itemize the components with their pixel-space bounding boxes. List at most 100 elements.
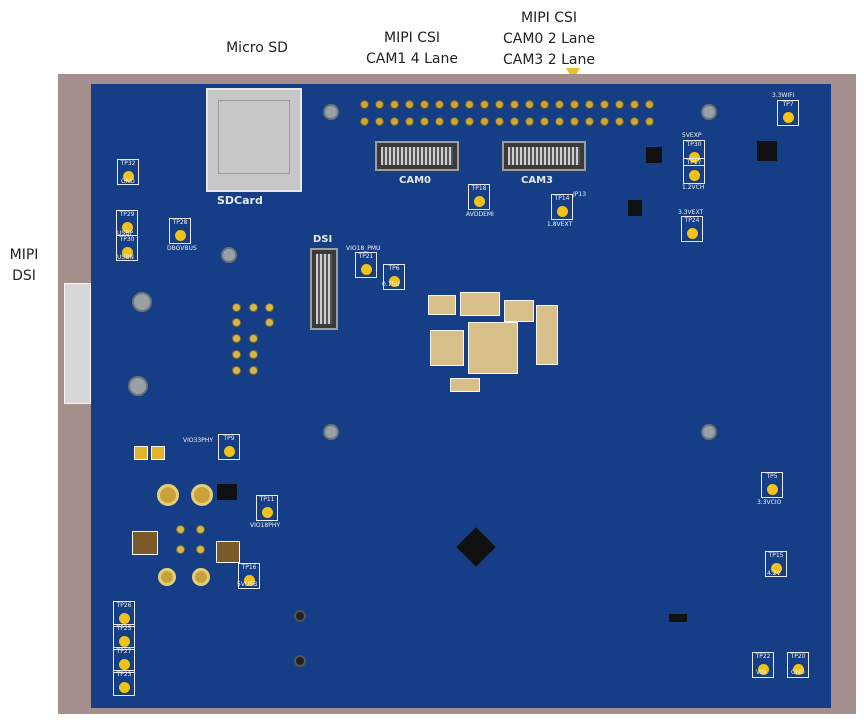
via-pad (249, 334, 258, 343)
small-chip (669, 614, 687, 622)
via-pad (232, 366, 241, 375)
solder-pad (151, 446, 165, 460)
mounting-hole (323, 104, 339, 120)
tp-label: TP16 (241, 564, 257, 571)
silk-4v2: 4.2V (767, 570, 781, 577)
tp-label: TP6 (388, 265, 400, 272)
tp-label: TP25 (116, 625, 132, 632)
solder-pad (134, 446, 148, 460)
silk-vio33phy: VIO33PHY (183, 437, 214, 444)
test-point-tp11: TP11 (256, 495, 278, 521)
test-point-tp22: TP22 (752, 652, 774, 678)
callout-cam03-line1: MIPI CSI (520, 10, 578, 26)
tp-label: TP30 (119, 236, 135, 243)
wifi-regulator-chip (757, 141, 777, 161)
passive-cluster (430, 330, 464, 366)
tp-label: TP22 (755, 653, 771, 660)
test-point-tp32: TP32 (117, 159, 139, 185)
tp-pad (119, 659, 130, 670)
silk-jp13: JP13 (573, 191, 587, 198)
capacitor (158, 568, 176, 586)
via-pad (232, 303, 241, 312)
pcb-board (91, 84, 831, 708)
gpio-header-row-2 (360, 117, 654, 126)
tp-pad (122, 222, 133, 233)
test-point-tp16: TP16 (238, 563, 260, 589)
passive-cluster (460, 292, 500, 316)
passive-cluster (468, 322, 518, 374)
test-point-tp30: TP30 (116, 235, 138, 261)
tp-pad (119, 613, 130, 624)
via-pad (176, 545, 185, 554)
tp-label: TP7 (782, 101, 794, 108)
test-point-tp26: TP26 (113, 601, 135, 627)
tp-pad (689, 170, 700, 181)
tp-label: TP20 (790, 653, 806, 660)
mounting-hole (701, 104, 717, 120)
tp-pad (687, 228, 698, 239)
test-point-tp23: TP23 (113, 670, 135, 696)
silk-3v3-wifi: 3.3WIFI (772, 92, 795, 99)
test-point-tp6: TP6 (383, 264, 405, 290)
silk-gnd: GND (791, 669, 805, 676)
tp-pad (224, 446, 235, 457)
passive-cluster (428, 295, 456, 315)
silk-vio18phy: VIO18PHY (250, 522, 281, 529)
silk-cam0: CAM0 (399, 175, 431, 186)
inductor (216, 541, 240, 563)
via-pad (249, 366, 258, 375)
test-point-tp18: TP18 (468, 184, 490, 210)
callout-dsi-line2: DSI (12, 268, 36, 284)
callout-mipi-csi-cam0-cam3: MIPI CSI CAM0 2 Lane CAM3 2 Lane (493, 8, 605, 71)
test-point-tp17: TP17 (683, 158, 705, 184)
screw-hole (128, 376, 148, 396)
tp-label: TP17 (686, 159, 702, 166)
tp-pad (767, 484, 778, 495)
capacitor (191, 484, 213, 506)
tp-sub: USBP (117, 230, 133, 237)
tp-pad (783, 112, 794, 123)
tp-label: TP29 (119, 211, 135, 218)
via-pad (176, 525, 185, 534)
tp-label: TP9 (223, 435, 235, 442)
micro-sd-socket (206, 88, 302, 192)
callout-cam03-line3: CAM3 2 Lane (502, 52, 595, 68)
via-pad (249, 303, 258, 312)
tp-pad (123, 171, 134, 182)
silk-1v2vch: 1.2VCH (682, 184, 705, 191)
tp-pad (361, 264, 372, 275)
silk-5vusb: 5VUSB (237, 581, 258, 588)
tp-label: TP14 (554, 195, 570, 202)
callout-mipi-dsi: MIPI DSI (0, 245, 48, 287)
tp-label: TP15 (768, 552, 784, 559)
test-point-tp15: TP15 (765, 551, 787, 577)
passive-cluster (536, 305, 558, 365)
silk-1v8ext: 1.8VEXT (547, 221, 573, 228)
capacitor (157, 484, 179, 506)
tp-pad (758, 664, 769, 675)
tp-pad (793, 664, 804, 675)
via-pad (265, 303, 274, 312)
pmic-chip (646, 147, 662, 163)
tp-label: TP27 (116, 648, 132, 655)
tp-label: TP21 (358, 253, 374, 260)
capacitor (192, 568, 210, 586)
black-via (294, 655, 306, 667)
callout-micro-sd: Micro SD (205, 38, 309, 59)
callout-cam03-line2: CAM0 2 Lane (502, 31, 595, 47)
silk-cam3: CAM3 (521, 175, 553, 186)
passive-cluster (504, 300, 534, 322)
callout-dsi-line1: MIPI (9, 247, 39, 263)
tp-pad (771, 563, 782, 574)
black-via (294, 610, 306, 622)
test-point-tp14: TP14 (551, 194, 573, 220)
test-point-tp28: TP28 (169, 218, 191, 244)
silk-0v75u: 0.75U (382, 281, 400, 288)
silk-vin: VIN (756, 669, 767, 676)
tp-pad (557, 206, 568, 217)
callout-micro-sd-text: Micro SD (226, 40, 288, 56)
cam0-connector (375, 141, 459, 171)
callout-mipi-csi-cam1: MIPI CSI CAM1 4 Lane (358, 28, 466, 70)
tp-pad (175, 230, 186, 241)
tp-pad (474, 196, 485, 207)
